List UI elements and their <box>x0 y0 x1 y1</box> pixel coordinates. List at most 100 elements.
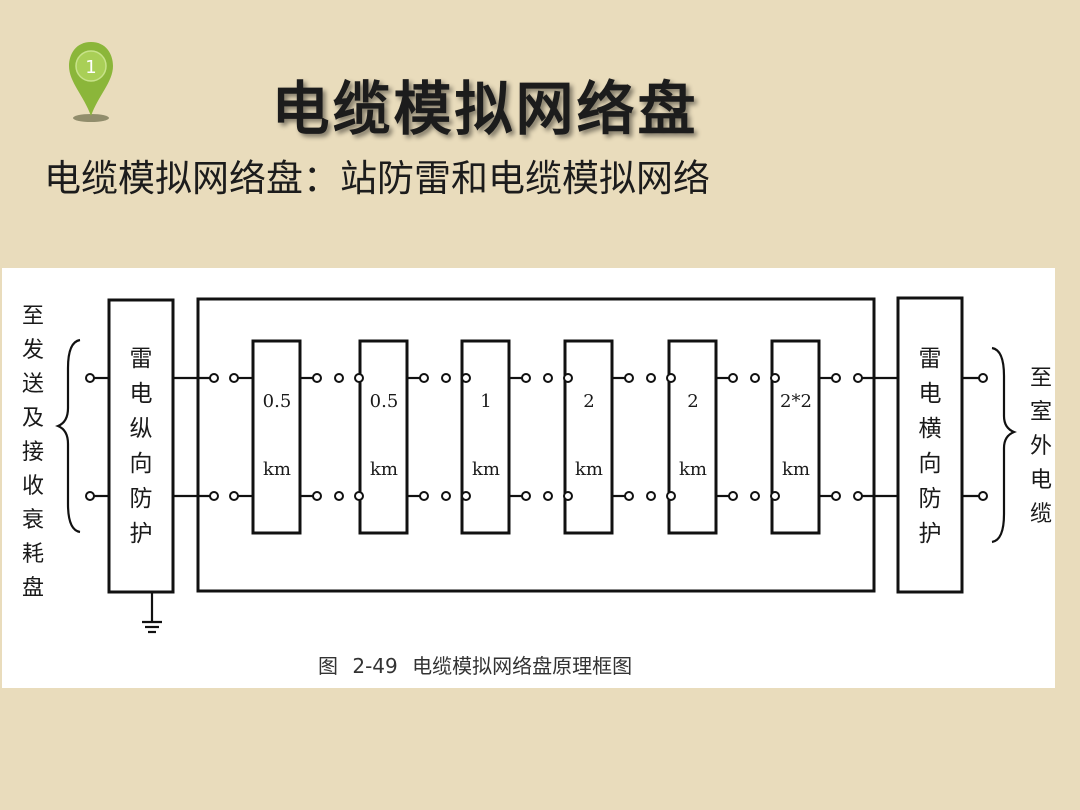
terminal-node <box>831 373 841 383</box>
terminal-node <box>229 491 239 501</box>
terminal-node <box>312 491 322 501</box>
right-box-label: 雷电横向防护 <box>915 348 945 558</box>
terminal-node <box>543 373 553 383</box>
left-side-label-char: 发 <box>21 338 44 363</box>
terminal-node <box>978 491 988 501</box>
terminal-node <box>521 491 531 501</box>
terminal-node <box>354 373 364 383</box>
terminal-node <box>461 373 471 383</box>
longitudinal-protection-box <box>107 298 175 594</box>
terminal-node <box>646 373 656 383</box>
terminal-node <box>334 373 344 383</box>
left-side-label-char: 盘 <box>21 576 44 601</box>
network-frame <box>196 297 876 593</box>
module-length-unit: km <box>575 459 603 480</box>
terminal-node <box>666 491 676 501</box>
terminal-node <box>209 491 219 501</box>
module-length-unit: km <box>472 459 500 480</box>
right-box-label-char: 横 <box>918 416 942 442</box>
terminal-node <box>419 373 429 383</box>
right-side-label-char: 外 <box>1029 434 1052 459</box>
module-length-unit: km <box>679 459 707 480</box>
terminal-node <box>853 491 863 501</box>
terminal-node <box>419 491 429 501</box>
left-box-label-char: 护 <box>129 521 153 547</box>
ground-icon <box>142 592 162 634</box>
terminal-node <box>831 491 841 501</box>
right-box-label-char: 雷 <box>918 346 942 372</box>
transverse-protection-box <box>896 296 964 594</box>
left-box-label-char: 防 <box>129 486 153 512</box>
terminal-node <box>312 373 322 383</box>
module-length-unit: km <box>782 459 810 480</box>
terminal-node <box>543 491 553 501</box>
left-box-label-char: 电 <box>129 381 153 407</box>
terminal-node <box>521 373 531 383</box>
right-brace <box>991 346 1017 544</box>
right-box-label-char: 防 <box>918 486 942 512</box>
terminal-node <box>770 491 780 501</box>
right-box-label-char: 护 <box>918 521 942 547</box>
right-box-label-char: 电 <box>918 381 942 407</box>
left-box-label: 雷电纵向防护 <box>126 348 156 558</box>
left-side-label-char: 收 <box>21 474 44 499</box>
module-length-value: 2 <box>583 391 595 412</box>
terminal-node <box>728 491 738 501</box>
module-length-value: 2*2 <box>780 391 812 412</box>
left-side-label-char: 送 <box>21 372 44 397</box>
terminal-node <box>461 491 471 501</box>
terminal-node <box>334 491 344 501</box>
right-side-label-char: 缆 <box>1029 502 1052 527</box>
location-pin-icon: 1 <box>69 42 113 122</box>
page-subtitle: 电缆模拟网络盘：站防雷和电缆模拟网络 <box>44 157 710 200</box>
terminal-node <box>750 373 760 383</box>
terminal-node <box>624 373 634 383</box>
right-side-label: 至室外电缆 <box>1026 368 1056 538</box>
right-side-label-char: 至 <box>1029 366 1052 391</box>
terminal-node <box>624 491 634 501</box>
cable-section-module <box>563 339 614 535</box>
terminal-node <box>229 373 239 383</box>
cable-section-module <box>770 339 821 535</box>
right-side-label-char: 室 <box>1029 400 1052 425</box>
left-box-label-char: 雷 <box>129 346 153 372</box>
module-length-unit: km <box>370 459 398 480</box>
module-length-value: 0.5 <box>369 391 399 412</box>
terminal-node <box>85 491 95 501</box>
cable-section-module <box>460 339 511 535</box>
left-brace <box>55 338 81 534</box>
terminal-node <box>978 373 988 383</box>
terminal-node <box>209 373 219 383</box>
terminal-node <box>853 373 863 383</box>
terminal-node <box>770 373 780 383</box>
terminal-node <box>728 373 738 383</box>
terminal-node <box>354 491 364 501</box>
module-length-unit: km <box>263 459 291 480</box>
module-length-value: 0.5 <box>262 391 292 412</box>
left-side-label-char: 及 <box>21 406 44 431</box>
module-length-value: 1 <box>480 391 492 412</box>
left-side-label-char: 接 <box>21 440 44 465</box>
left-side-label: 至发送及接收衰耗盘 <box>18 306 48 612</box>
left-side-label-char: 耗 <box>21 542 44 567</box>
pin-number: 1 <box>85 57 96 78</box>
terminal-node <box>563 373 573 383</box>
terminal-node <box>646 491 656 501</box>
terminal-node <box>666 373 676 383</box>
terminal-node <box>85 373 95 383</box>
cable-section-module <box>251 339 302 535</box>
module-length-value: 2 <box>687 391 699 412</box>
terminal-node <box>441 373 451 383</box>
terminal-node <box>750 491 760 501</box>
right-side-label-char: 电 <box>1029 468 1052 493</box>
right-box-label-char: 向 <box>918 451 942 477</box>
terminal-node <box>441 491 451 501</box>
page-title: 电缆模拟网络盘 <box>271 75 699 143</box>
cable-section-module <box>358 339 409 535</box>
terminal-node <box>563 491 573 501</box>
left-box-label-char: 纵 <box>129 416 153 442</box>
cable-section-module <box>667 339 718 535</box>
left-box-label-char: 向 <box>129 451 153 477</box>
diagram-svg <box>55 296 1017 634</box>
